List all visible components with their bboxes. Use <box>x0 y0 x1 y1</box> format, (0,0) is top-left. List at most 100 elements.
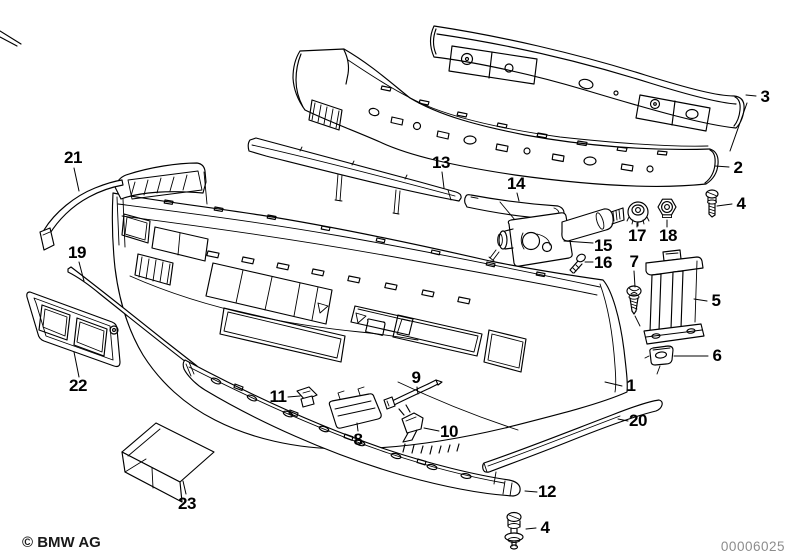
part-1-outline <box>111 192 628 450</box>
leader-line-part-23 <box>182 480 187 495</box>
leader-line-part-12 <box>524 490 538 493</box>
part-label-18-10: 18 <box>659 226 677 245</box>
part-15-cylinder <box>561 208 614 242</box>
part-label-23-3: 23 <box>178 494 196 513</box>
part-label-10-19: 10 <box>440 422 458 441</box>
part-2-holes <box>368 107 654 173</box>
part-label-7-13: 7 <box>629 252 639 271</box>
leader-lines <box>73 94 757 530</box>
part-1-front-bumper <box>111 162 628 455</box>
part-10-clip <box>398 404 424 443</box>
diagram-number: 00006025 <box>720 539 785 554</box>
leader-line-part-9 <box>416 386 419 395</box>
part-8-cover-flap <box>328 386 382 429</box>
leader-line-part-8 <box>356 422 359 432</box>
part-1-top-clip-tabs <box>163 199 546 278</box>
part-label-21-0: 21 <box>64 148 82 167</box>
leader-line-part-1 <box>604 381 623 387</box>
leader-line-part-4 <box>716 203 733 207</box>
part-1-crease-lower <box>397 381 519 431</box>
leader-line-part-22 <box>73 351 80 378</box>
part-label-9-18: 9 <box>411 368 421 387</box>
part-1-marker-slot <box>121 213 151 244</box>
part-20-side-strip <box>482 399 663 473</box>
leader-line-part-15 <box>563 240 594 244</box>
part-2-grille-hatch <box>308 99 343 131</box>
part-7-screw <box>626 285 642 327</box>
part-12-clip-tabs <box>233 383 427 466</box>
part-label-15-11: 15 <box>594 236 612 255</box>
part-label-4-23: 4 <box>540 518 550 537</box>
part-label-1-16: 1 <box>626 376 636 395</box>
part-label-22-2: 22 <box>69 376 87 395</box>
part-label-20-17: 20 <box>629 411 647 430</box>
part-1-right-opening <box>483 329 527 373</box>
part-3-carrier-bar <box>429 25 745 132</box>
part-label-14-5: 14 <box>507 174 525 193</box>
leader-line-part-21 <box>73 167 80 192</box>
leader-line-part-13 <box>441 171 445 189</box>
leader-line-part-20 <box>617 418 629 422</box>
part-3-outline <box>429 25 745 129</box>
part-9-support-rod <box>383 379 443 410</box>
part-label-13-4: 13 <box>432 153 450 172</box>
part-1-fog-opening <box>392 314 483 357</box>
leader-line-part-3 <box>745 94 757 97</box>
leader-line-part-4 <box>525 527 537 530</box>
part-18-nut <box>657 198 677 219</box>
part-13-strip <box>247 137 462 215</box>
part-label-6-15: 6 <box>712 346 722 365</box>
part-label-5-14: 5 <box>711 291 721 310</box>
part-11-clip <box>296 386 318 408</box>
leader-line-part-10 <box>423 427 440 432</box>
part-label-17-9: 17 <box>628 226 646 245</box>
part-label-8-21: 8 <box>353 430 363 449</box>
part-1-center-grille <box>205 262 333 325</box>
part-label-11-20: 11 <box>269 387 287 406</box>
part-1-bottom-hatch <box>402 443 460 455</box>
part-19-edge-strip <box>67 266 198 370</box>
part-22-gasket <box>26 291 121 368</box>
part-16-screw <box>569 253 586 274</box>
part-label-2-7: 2 <box>733 158 743 177</box>
part-1-left-slot <box>151 226 209 262</box>
leader-line-part-2 <box>714 165 730 168</box>
part-15-plate <box>507 212 573 267</box>
part-label-4-8: 4 <box>736 194 746 213</box>
part-4-screw-bottom <box>504 511 524 550</box>
part-1-top-rail <box>114 162 208 205</box>
part-17-grommet <box>626 201 650 227</box>
part-1-slat-hatch <box>134 253 174 286</box>
copyright-text: © BMW AG <box>22 534 101 551</box>
part-4-screw-top <box>705 189 719 218</box>
part-3-plate-left <box>448 45 538 85</box>
part-label-3-6: 3 <box>760 87 770 106</box>
part-1-small-cover <box>365 318 386 336</box>
part-1-band-slots <box>206 250 471 305</box>
part-label-12-22: 12 <box>538 482 556 501</box>
part-23-carton <box>121 422 215 503</box>
cropped-part-fragment <box>0 30 22 47</box>
leader-line-part-7 <box>633 270 636 288</box>
part-1-license-pad <box>350 305 414 336</box>
part-label-19-1: 19 <box>68 243 86 262</box>
part-21-arch-trim <box>39 179 124 251</box>
part-5-bracket <box>643 249 705 352</box>
part-2-clip-tabs <box>380 85 668 156</box>
part-2-outline <box>292 48 719 187</box>
part-15-damper-bracket <box>488 201 625 267</box>
part-12-outline <box>182 359 521 497</box>
part-2-trim-bar <box>292 48 719 187</box>
part-label-16-12: 16 <box>594 253 612 272</box>
leader-line-part-19 <box>78 261 85 282</box>
part-12-lower-strip <box>182 359 521 497</box>
leader-line-part-11 <box>287 395 301 398</box>
part-3-plate-right <box>635 94 711 132</box>
leader-line-part-5 <box>693 298 708 302</box>
part-12-holes <box>210 377 472 480</box>
leader-line-part-14 <box>516 192 520 202</box>
part-6-clip-nut <box>644 345 674 375</box>
part-1-lower-intake <box>219 307 346 363</box>
